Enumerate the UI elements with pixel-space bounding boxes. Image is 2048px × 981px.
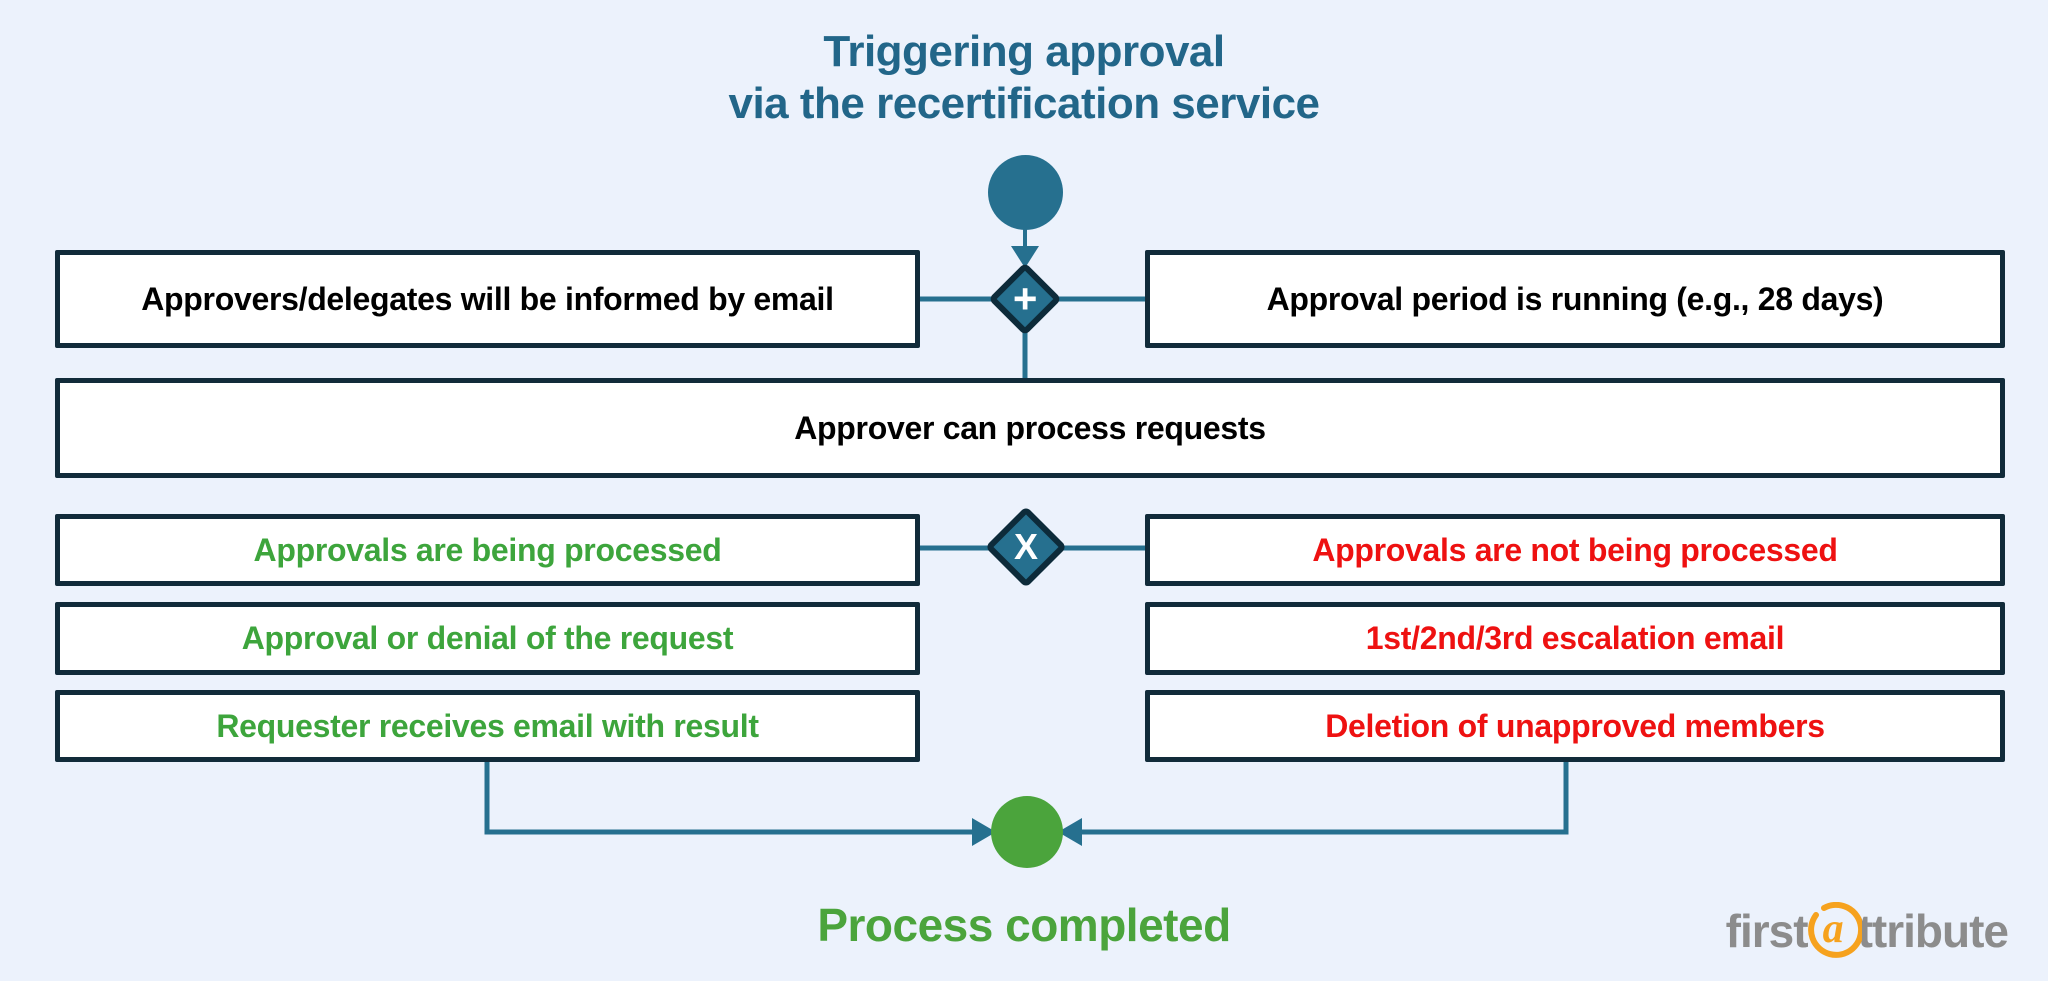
- parallel-gateway-label: +: [1012, 275, 1038, 322]
- firstattribute-logo: first a ttribute: [1725, 902, 2009, 960]
- diagram-title: Triggering approval via the recertificat…: [0, 26, 2048, 130]
- box-approvers-informed: Approvers/delegates will be informed by …: [55, 250, 920, 348]
- process-completed-label: Process completed: [817, 899, 1231, 951]
- end-node-icon: [991, 796, 1063, 868]
- logo-at-letter: a: [1822, 906, 1844, 952]
- logo-text-ttribute: ttribute: [1857, 905, 2009, 957]
- box-approvers-informed-label: Approvers/delegates will be informed by …: [141, 280, 834, 317]
- box-approval-period: Approval period is running (e.g., 28 day…: [1145, 250, 2005, 348]
- exclusive-gateway-label: X: [1013, 525, 1039, 567]
- arrow-down-icon: [1011, 246, 1039, 268]
- box-requester-email: Requester receives email with result: [55, 690, 920, 762]
- box-approver-process-label: Approver can process requests: [794, 409, 1266, 446]
- box-approvals-processed-label: Approvals are being processed: [253, 531, 722, 568]
- box-approval-or-denial: Approval or denial of the request: [55, 602, 920, 675]
- box-deletion-members: Deletion of unapproved members: [1145, 690, 2005, 762]
- box-approver-process: Approver can process requests: [55, 378, 2005, 478]
- arrow-right-icon: [972, 818, 996, 846]
- box-escalation-email-label: 1st/2nd/3rd escalation email: [1365, 620, 1785, 656]
- start-node-icon: [988, 155, 1063, 230]
- arrow-left-icon: [1058, 818, 1082, 846]
- box-approval-period-label: Approval period is running (e.g., 28 day…: [1266, 280, 1884, 317]
- box-approvals-not-processed-label: Approvals are not being processed: [1312, 531, 1838, 568]
- box-approvals-processed: Approvals are being processed: [55, 514, 920, 586]
- box-escalation-email: 1st/2nd/3rd escalation email: [1145, 602, 2005, 675]
- diagram-title-line2: via the recertification service: [728, 79, 1320, 128]
- box-approvals-not-processed: Approvals are not being processed: [1145, 514, 2005, 586]
- box-deletion-members-label: Deletion of unapproved members: [1325, 707, 1825, 744]
- box-approval-or-denial-label: Approval or denial of the request: [241, 620, 734, 656]
- diagram-title-line1: Triggering approval: [823, 27, 1225, 76]
- logo-at-icon: a: [1804, 902, 1862, 960]
- logo-text-first: first: [1725, 905, 1809, 957]
- box-requester-email-label: Requester receives email with result: [216, 707, 759, 744]
